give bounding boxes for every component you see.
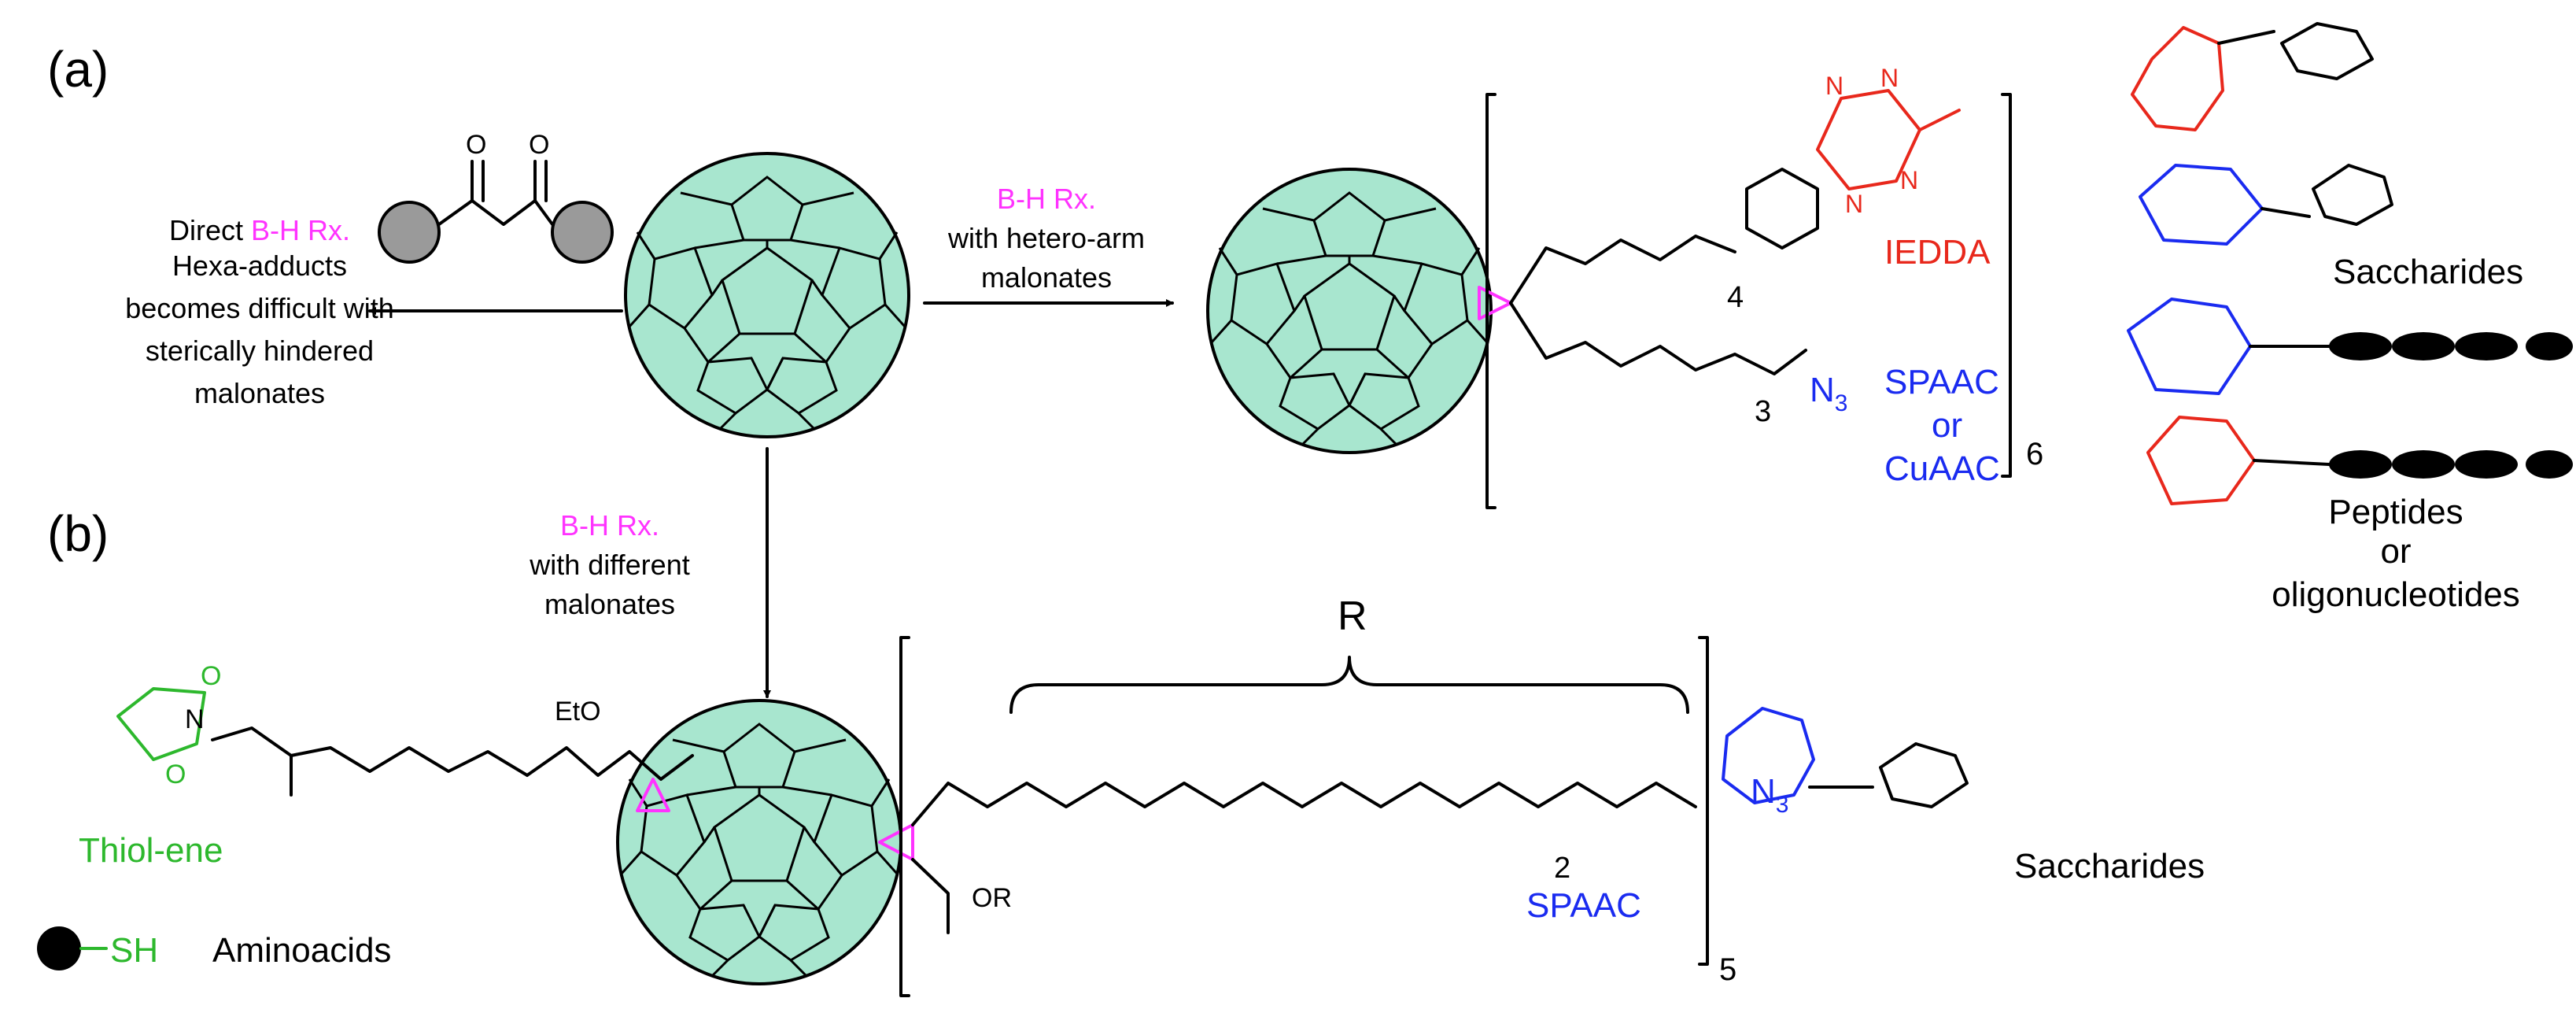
left-arrow-line1-highlight: B-H Rx. (251, 214, 350, 246)
left-arrow-line1-prefix: Direct (169, 214, 251, 246)
maleimide-o2: O (165, 760, 186, 789)
right-arrow-annotation: B-H Rx. with hetero-arm malonates (923, 183, 1174, 307)
cuaac-label-a: CuAAC (1884, 449, 2000, 488)
azide-a-sub: 3 (1835, 390, 1848, 416)
right-arrow-line2: with hetero-arm (947, 222, 1145, 254)
r-label: R (1338, 593, 1367, 639)
or-label-a: or (1932, 406, 1962, 445)
left-arrow-line3: becomes difficult with (125, 292, 394, 324)
or-group-label: OR (972, 883, 1012, 913)
saccharides-label-b: Saccharides (2014, 847, 2205, 885)
svg-text:N3: N3 (1810, 371, 1847, 416)
thiol-ene-label: Thiol-ene (79, 831, 223, 870)
tetrazine-n1: N (1825, 72, 1843, 100)
product-a-structure: 4 3 N N N N IEDDA N3 SPAAC or CuAAC 6 (1478, 64, 2043, 509)
fullerene-center (624, 152, 910, 438)
panel-a-label: (a) (47, 41, 109, 98)
azide-b-n: N (1751, 772, 1776, 811)
fullerene-product-b (616, 699, 902, 985)
iedda-label: IEDDA (1884, 233, 1991, 272)
malonate-oxygen-2: O (529, 130, 549, 160)
product-a-subscript-6: 6 (2026, 437, 2043, 471)
svg-text:Direct B-H Rx.: Direct B-H Rx. (169, 214, 350, 246)
side-panel: Saccharides Peptides or oligonucleotides (2127, 22, 2573, 614)
malonate-oxygen-1: O (466, 130, 486, 160)
saccharides-label-side: Saccharides (2333, 253, 2523, 291)
maleimide-n: N (185, 704, 205, 734)
product-b-subscript-5: 5 (1719, 952, 1736, 987)
tetrazine-n3: N (1900, 166, 1918, 194)
peptides-line2: or (2380, 532, 2411, 571)
sh-label: SH (110, 931, 158, 970)
left-arrow-line4: sterically hindered (146, 335, 374, 367)
spaac-label-b: SPAAC (1526, 886, 1641, 925)
down-arrow-line3: malonates (544, 588, 675, 620)
aminoacids-label: Aminoacids (212, 931, 391, 970)
maleimide-o1: O (201, 661, 221, 691)
svg-text:N3: N3 (1751, 772, 1788, 818)
spaac-label-a: SPAAC (1884, 363, 1999, 401)
peptides-line3: oligonucleotides (2272, 575, 2520, 614)
tetrazine-n4: N (1845, 190, 1863, 218)
azide-b-sub: 3 (1776, 792, 1789, 818)
azide-a-n: N (1810, 371, 1835, 409)
eto-label: EtO (555, 697, 601, 726)
product-a-subscript-4: 4 (1727, 281, 1744, 314)
product-b-subscript-2: 2 (1554, 852, 1570, 885)
malonate-icon: O O (378, 130, 614, 264)
panel-b-label: (b) (47, 505, 109, 562)
fullerene-product-a (1206, 168, 1493, 454)
down-arrow-line1: B-H Rx. (560, 509, 659, 542)
left-arrow-annotation: Direct B-H Rx. Hexa-adducts becomes diff… (125, 214, 623, 409)
down-arrow-annotation: B-H Rx. with different malonates (529, 447, 771, 698)
left-arrow-line5: malonates (194, 377, 325, 409)
tetrazine-n2: N (1880, 64, 1899, 92)
down-arrow-line2: with different (529, 549, 689, 581)
peptides-line1: Peptides (2328, 493, 2463, 531)
left-arrow-line2: Hexa-adducts (172, 250, 347, 282)
product-a-subscript-3: 3 (1755, 395, 1771, 428)
product-b-structure: N O O Thiol-ene SH Aminoacids EtO OR R 2… (37, 593, 2205, 997)
right-arrow-line3: malonates (981, 261, 1112, 294)
right-arrow-line1: B-H Rx. (997, 183, 1096, 215)
